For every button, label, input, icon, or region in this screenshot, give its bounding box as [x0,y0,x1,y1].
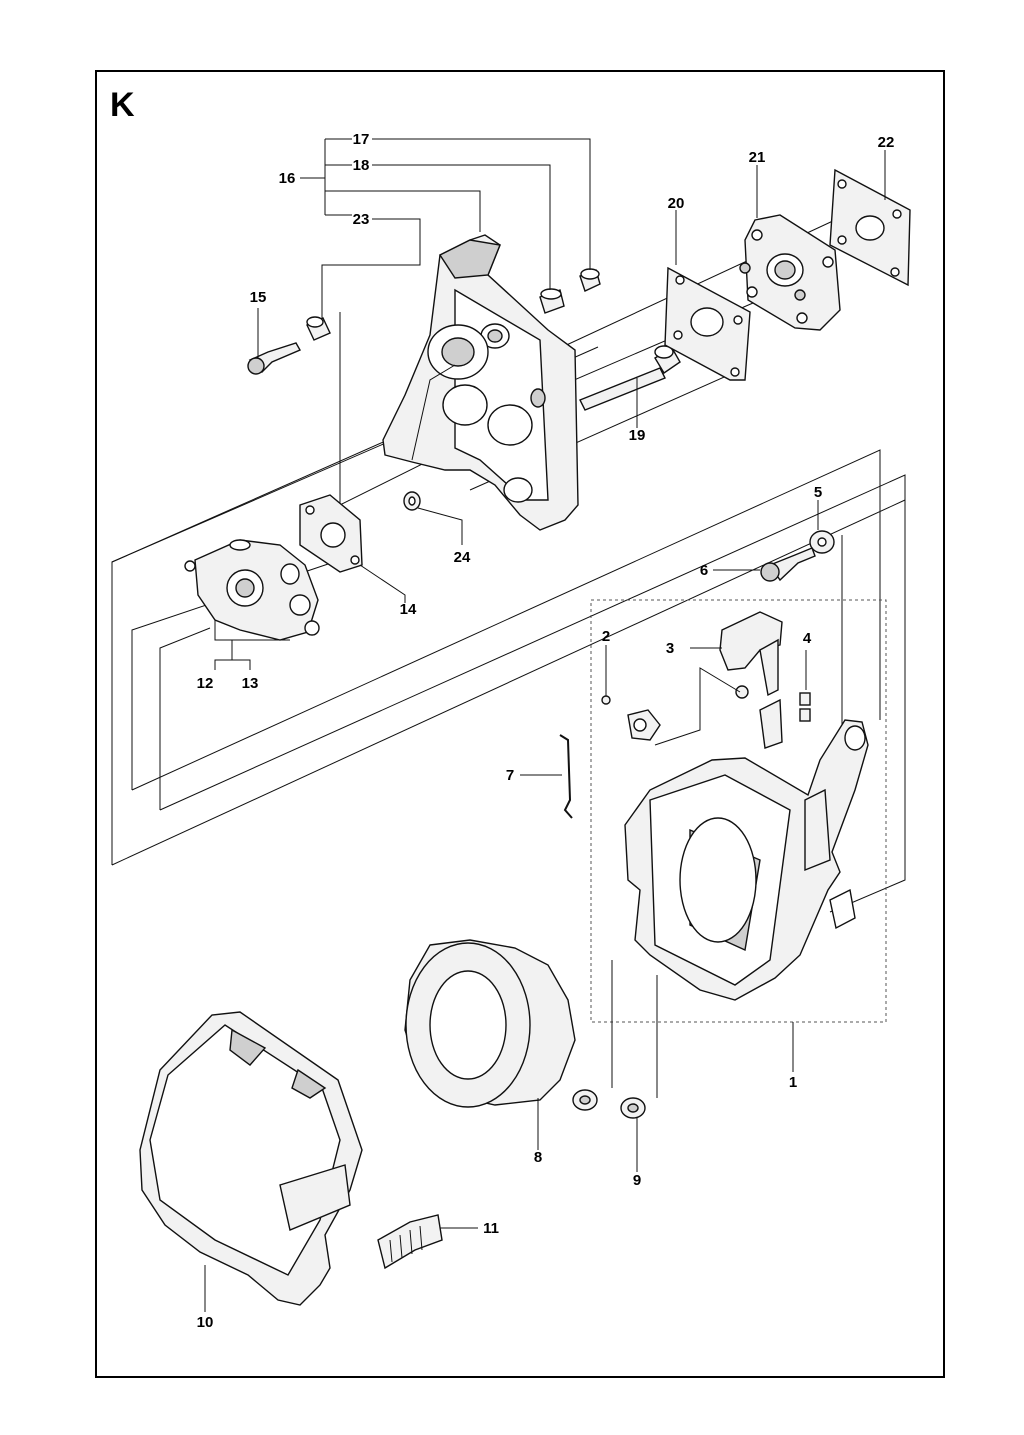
callout-17: 17 [353,131,370,148]
callout-20: 20 [668,195,685,212]
intake-flange-part-21 [739,214,841,331]
callout-10: 10 [197,1314,214,1331]
callout-18: 18 [353,157,370,174]
sleeve-part-17 [579,268,601,292]
nut-left [572,1089,598,1111]
gasket-part-22 [829,168,911,287]
sleeve-part-18 [539,288,565,314]
diagram-frame [95,70,945,1378]
callout-24: 24 [454,549,471,566]
callout-labels: 1 2 3 4 5 6 7 8 9 10 11 12 13 14 15 16 1… [197,131,895,1331]
intake-housing-part-16 [382,234,579,531]
clip-part-4 [799,692,811,722]
callout-22: 22 [878,134,895,151]
callout-7: 7 [506,767,514,784]
callout-14: 14 [400,601,417,618]
washer-part-24 [403,491,421,511]
callout-13: 13 [242,675,259,692]
callout-5: 5 [814,484,822,501]
callout-16: 16 [279,170,296,187]
callout-21: 21 [749,149,766,166]
callout-9: 9 [633,1172,641,1189]
callout-1: 1 [789,1074,797,1091]
filter-cover-part-10 [139,1011,363,1306]
air-filter-part-8 [404,939,576,1108]
choke-lever-part-3 [719,611,783,699]
washer-part-5 [809,530,835,554]
carburetor-part-12-13 [184,539,320,641]
callout-6: 6 [700,562,708,579]
screw-part-15 [247,342,301,375]
callout-23: 23 [353,211,370,228]
bushing-part-23 [306,316,331,341]
callout-2: 2 [602,628,610,645]
callout-11: 11 [483,1220,499,1237]
latch-part-11 [377,1214,443,1270]
filter-housing-part-1 [624,698,869,1001]
leader-lines [204,138,886,1312]
gasket-part-20 [664,266,751,381]
screw-part-6 [760,547,816,582]
housing-kit-box [590,599,887,1023]
callout-4: 4 [803,630,812,647]
wire-rod-part-7 [559,734,573,819]
callout-3: 3 [666,640,674,657]
callout-15: 15 [250,289,267,306]
valve-fitting [627,709,661,741]
stud-bolt-part-19 [579,345,681,411]
nut-part-9 [620,1097,646,1119]
callout-12: 12 [197,675,214,692]
section-letter: K [110,86,135,124]
callout-19: 19 [629,427,646,444]
screw-part-2 [601,695,611,705]
carb-gasket-part-14 [299,494,363,573]
callout-8: 8 [534,1149,542,1166]
